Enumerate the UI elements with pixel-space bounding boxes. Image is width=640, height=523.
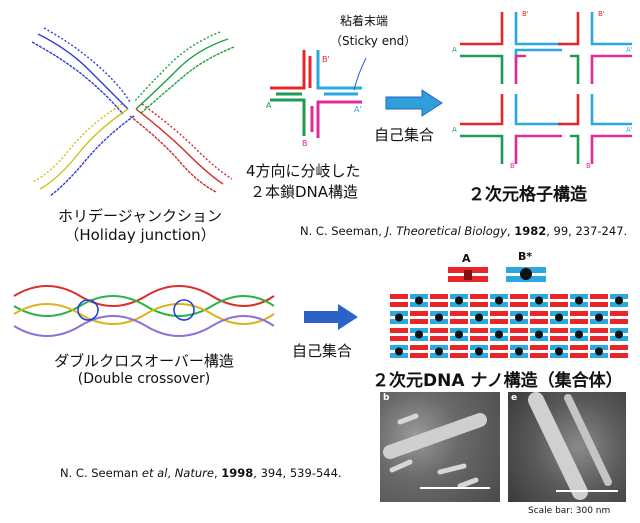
dx-tile-b bbox=[506, 267, 546, 282]
dx-tile-a-unit bbox=[470, 294, 488, 307]
dx-tile-a-unit bbox=[570, 311, 588, 324]
dx-tile-a-unit bbox=[590, 294, 608, 307]
dx-tile-b-unit bbox=[430, 345, 448, 358]
double-crossover-model bbox=[13, 285, 275, 337]
svg-text:A: A bbox=[452, 46, 457, 54]
svg-text:B: B bbox=[510, 162, 515, 170]
dx-tile-b-unit bbox=[610, 294, 628, 307]
citation-theor-biology: N. C. Seeman, J. Theoretical Biology, 19… bbox=[300, 224, 628, 238]
dx-tile-a-unit bbox=[450, 345, 468, 358]
dx-tile-a-unit bbox=[510, 294, 528, 307]
dx-tile-a-unit bbox=[490, 311, 508, 324]
dx-tile-b-unit bbox=[450, 328, 468, 341]
svg-text:A': A' bbox=[626, 126, 633, 134]
dx-tile-a-unit bbox=[470, 328, 488, 341]
branch-desc-line1: 4方向に分岐した bbox=[246, 162, 361, 180]
dx-tile-a-unit bbox=[410, 345, 428, 358]
dx-tile-a-unit bbox=[390, 294, 408, 307]
label-a: A bbox=[266, 101, 272, 110]
branch-desc-line2: ２本鎖DNA構造 bbox=[250, 183, 359, 201]
label-a-prime: A' bbox=[354, 105, 362, 114]
holliday-caption-jp: ホリデージャンクション bbox=[58, 207, 222, 225]
dx-tile-a-unit bbox=[490, 345, 508, 358]
afm-image-b: b bbox=[380, 392, 500, 502]
double-crossover-caption-jp: ダブルクロスオーバー構造 bbox=[54, 352, 234, 370]
dx-nano-array bbox=[390, 294, 628, 358]
dx-tile-a-unit bbox=[510, 328, 528, 341]
dx-tile-a-unit bbox=[390, 328, 408, 341]
self-assembly-arrow-bottom bbox=[304, 304, 358, 330]
dx-tile-b-unit bbox=[490, 294, 508, 307]
self-assembly-arrow-top bbox=[385, 89, 443, 117]
dx-tile-a-unit bbox=[590, 328, 608, 341]
dx-tile-b-unit bbox=[590, 345, 608, 358]
dx-tile-a-unit bbox=[450, 311, 468, 324]
dx-tile-b-unit bbox=[410, 328, 428, 341]
afm-panel-e-label: e bbox=[511, 393, 518, 403]
lattice-title: ２次元格子構造 bbox=[468, 185, 587, 205]
svg-text:A': A' bbox=[626, 46, 633, 54]
afm-image-e: e bbox=[508, 392, 626, 502]
dx-tile-a-unit bbox=[430, 294, 448, 307]
svg-text:A: A bbox=[452, 126, 457, 134]
dx-tile-b-unit bbox=[530, 294, 548, 307]
dx-tile-b-unit bbox=[570, 294, 588, 307]
tile-a-label: A bbox=[462, 252, 471, 265]
lattice-diagram: B' B' A A' A A' B B bbox=[452, 10, 633, 170]
dx-tile-b-unit bbox=[510, 345, 528, 358]
dx-tile-a-unit bbox=[530, 311, 548, 324]
holliday-caption-en: （Holiday junction） bbox=[64, 226, 216, 244]
dx-tile-b-unit bbox=[590, 311, 608, 324]
dx-tile-b-unit bbox=[430, 311, 448, 324]
dx-tile-b-unit bbox=[550, 345, 568, 358]
dx-tile-b-unit bbox=[390, 345, 408, 358]
scale-bar-label: Scale bar: 300 nm bbox=[528, 506, 611, 516]
dx-tile-a-unit bbox=[570, 345, 588, 358]
label-b: B bbox=[302, 139, 308, 148]
dx-tile-a-unit bbox=[610, 311, 628, 324]
dx-tile-a-unit bbox=[610, 345, 628, 358]
dx-tile-b-unit bbox=[510, 311, 528, 324]
dx-tile-b-unit bbox=[570, 328, 588, 341]
double-crossover-caption-en: (Double crossover) bbox=[77, 371, 211, 387]
svg-text:B': B' bbox=[522, 10, 529, 18]
dx-tile-b-unit bbox=[470, 345, 488, 358]
dx-tile-b-unit bbox=[530, 328, 548, 341]
dx-tile-a-unit bbox=[530, 345, 548, 358]
dx-tile-a-unit bbox=[410, 311, 428, 324]
sticky-end-label-en: （Sticky end） bbox=[330, 34, 417, 48]
tile-b-label: B* bbox=[518, 250, 533, 263]
dx-tile-b-unit bbox=[450, 294, 468, 307]
dx-tile-a-unit bbox=[550, 294, 568, 307]
svg-text:B': B' bbox=[598, 10, 605, 18]
self-assembly-label-top: 自己集合 bbox=[374, 126, 435, 144]
afm-panel-b-label: b bbox=[383, 393, 390, 403]
dx-tile-a-unit bbox=[550, 328, 568, 341]
sticky-end-label-jp: 粘着末端 bbox=[340, 14, 389, 28]
branched-dna-diagram: B' A A' B bbox=[266, 50, 367, 148]
label-b-prime: B' bbox=[322, 55, 330, 64]
dx-tile-b-unit bbox=[390, 311, 408, 324]
dx-tile-a bbox=[448, 267, 488, 282]
dx-tile-a-unit bbox=[430, 328, 448, 341]
dx-tile-b-unit bbox=[470, 311, 488, 324]
citation-nature: N. C. Seeman et al, Nature, 1998, 394, 5… bbox=[60, 466, 342, 480]
dx-tile-b-unit bbox=[550, 311, 568, 324]
dx-tile-b-unit bbox=[410, 294, 428, 307]
dx-tile-b-unit bbox=[610, 328, 628, 341]
svg-text:B: B bbox=[586, 162, 591, 170]
dx-tile-b-unit bbox=[490, 328, 508, 341]
self-assembly-label-bottom: 自己集合 bbox=[292, 342, 353, 360]
nano-structure-title: ２次元DNA ナノ構造（集合体） bbox=[372, 371, 623, 391]
holliday-junction-model bbox=[31, 27, 235, 197]
